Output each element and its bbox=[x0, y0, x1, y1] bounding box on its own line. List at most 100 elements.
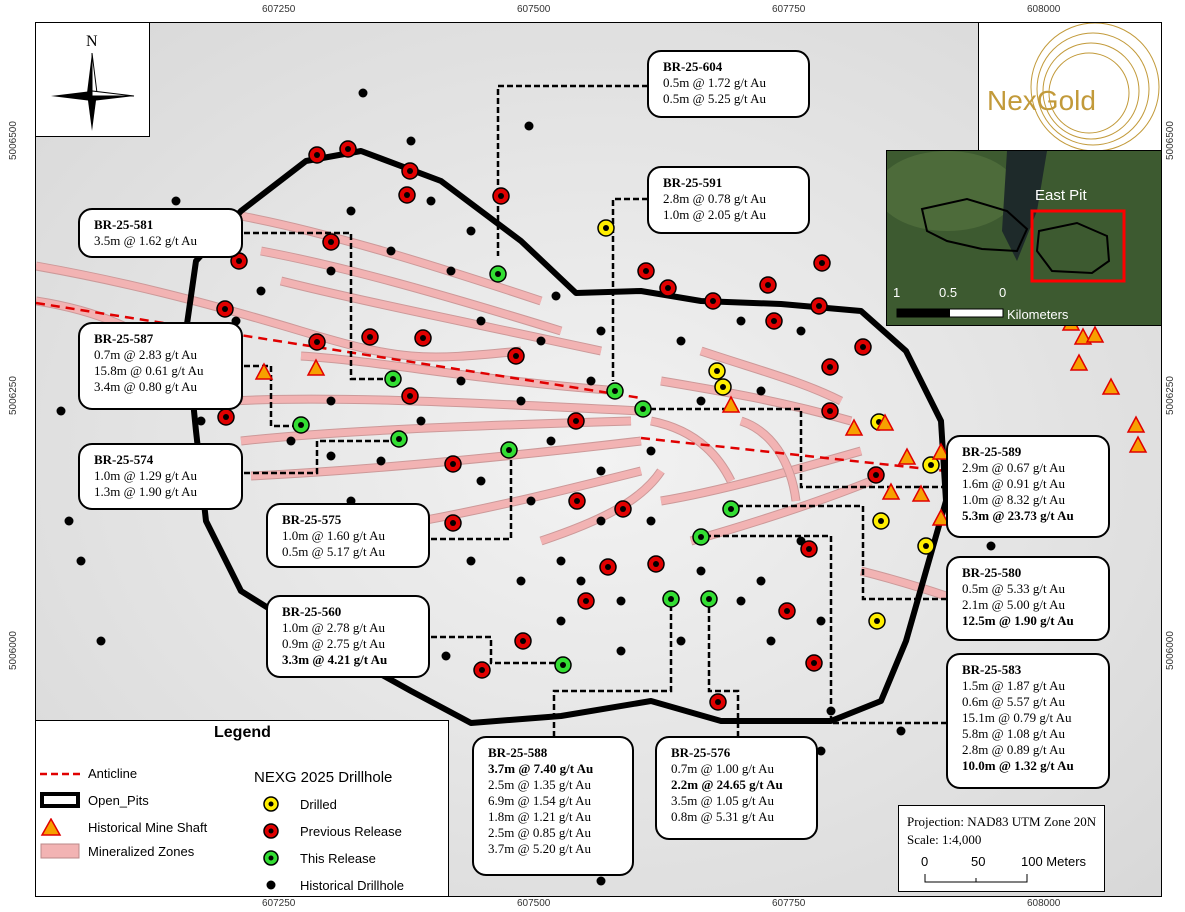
release-drillhole bbox=[606, 382, 624, 400]
inset-label: East Pit bbox=[1035, 187, 1087, 204]
historical-drillhole bbox=[256, 286, 266, 296]
inset-scale-tick: 0.5 bbox=[939, 285, 958, 300]
inset-scale-unit: Kilometers bbox=[1007, 307, 1069, 322]
callout-leader-line bbox=[552, 601, 673, 737]
historical-drillhole bbox=[816, 616, 826, 626]
release-drillhole bbox=[692, 528, 710, 546]
previous-drillhole bbox=[614, 500, 632, 518]
intercept-line: 0.8m @ 5.31 g/t Au bbox=[671, 809, 774, 824]
north-arrow-box: N bbox=[35, 22, 150, 137]
previous-drillhole bbox=[339, 140, 357, 158]
historical-drillhole-icon bbox=[266, 880, 276, 890]
historical-drillhole bbox=[556, 616, 566, 626]
previous-drillhole bbox=[216, 300, 234, 318]
historical-drillhole bbox=[596, 876, 606, 886]
release-drillhole bbox=[554, 656, 572, 674]
x-tick: 608000 bbox=[1027, 898, 1061, 909]
previous-drillhole bbox=[821, 402, 839, 420]
mine-shaft bbox=[897, 447, 917, 465]
x-tick: 607500 bbox=[517, 4, 551, 15]
inset-east-pit bbox=[1035, 221, 1111, 275]
historical-drillhole bbox=[696, 396, 706, 406]
callout-leader-line bbox=[431, 451, 513, 541]
mine-shaft bbox=[306, 358, 326, 376]
previous-drillhole bbox=[308, 146, 326, 164]
previous-drillhole bbox=[854, 338, 872, 356]
previous-drillhole bbox=[709, 693, 727, 711]
callout-hole-id: BR-25-589 bbox=[962, 444, 1022, 459]
scale-text: Scale: 1:4,000 bbox=[907, 832, 982, 847]
historical-drillhole bbox=[736, 316, 746, 326]
historical-drillhole bbox=[676, 636, 686, 646]
callout-leader-line bbox=[731, 504, 947, 601]
previous-drillhole bbox=[401, 162, 419, 180]
previous-drillhole bbox=[398, 186, 416, 204]
callout-hole-id: BR-25-587 bbox=[94, 331, 154, 346]
historical-drillhole bbox=[616, 596, 626, 606]
intercept-line: 3.7m @ 7.40 g/t Au bbox=[488, 761, 594, 776]
historical-drillhole bbox=[736, 596, 746, 606]
release-drillhole bbox=[500, 441, 518, 459]
historical-drillhole bbox=[616, 646, 626, 656]
historical-drillhole bbox=[596, 466, 606, 476]
callout-leader-line bbox=[707, 601, 740, 737]
historical-drillhole bbox=[536, 336, 546, 346]
legend: Legend Anticline Open_Pits Historical Mi… bbox=[35, 720, 449, 897]
callout-leader-line bbox=[244, 364, 301, 428]
historical-drillhole bbox=[796, 326, 806, 336]
drilled-drillhole bbox=[872, 512, 890, 530]
intercept-line: 1.0m @ 1.60 g/t Au bbox=[282, 528, 385, 543]
previous-drillhole bbox=[567, 412, 585, 430]
historical-drillhole bbox=[756, 386, 766, 396]
previous-drillhole bbox=[577, 592, 595, 610]
callout-leader-line bbox=[431, 635, 563, 665]
historical-drillhole bbox=[406, 136, 416, 146]
mineralized-zone bbox=[240, 212, 543, 305]
mineralized-zone bbox=[300, 352, 622, 395]
historical-drillhole bbox=[76, 556, 86, 566]
historical-drillhole bbox=[546, 436, 556, 446]
callout-leader-line bbox=[701, 534, 947, 725]
previous-drillhole bbox=[492, 187, 510, 205]
historical-drillhole bbox=[516, 396, 526, 406]
logo-box: NexGold bbox=[978, 22, 1162, 152]
mine-shaft bbox=[1101, 377, 1121, 395]
historical-drillhole bbox=[416, 416, 426, 426]
release-drillhole bbox=[292, 416, 310, 434]
mine-shaft bbox=[844, 418, 864, 436]
historical-drillhole bbox=[476, 316, 486, 326]
legend-item: Historical Mine Shaft bbox=[88, 819, 208, 835]
historical-drillhole bbox=[386, 246, 396, 256]
historical-drillhole bbox=[326, 451, 336, 461]
historical-drillhole bbox=[596, 326, 606, 336]
historical-drillhole bbox=[476, 476, 486, 486]
historical-drillhole bbox=[446, 266, 456, 276]
mineralized-zone bbox=[260, 247, 563, 335]
historical-drillhole bbox=[596, 516, 606, 526]
drilled-icon bbox=[263, 796, 279, 812]
legend-item: Anticline bbox=[88, 766, 138, 781]
historical-drillhole bbox=[516, 576, 526, 586]
previous-drillhole bbox=[810, 297, 828, 315]
mineralized-zone bbox=[230, 395, 642, 415]
inset-scale-tick: 0 bbox=[999, 285, 1007, 300]
y-tick: 5006000 bbox=[1165, 631, 1176, 670]
mineralized-zone bbox=[36, 262, 522, 361]
intercept-line: 2.5m @ 0.85 g/t Au bbox=[488, 825, 591, 840]
previous-drillhole bbox=[821, 358, 839, 376]
historical-drillhole bbox=[676, 336, 686, 346]
previous-drillhole bbox=[765, 312, 783, 330]
intercept-line: 2.5m @ 1.35 g/t Au bbox=[488, 777, 591, 792]
mine-shaft bbox=[1128, 435, 1148, 453]
intercept-line: 1.0m @ 2.78 g/t Au bbox=[282, 620, 385, 635]
drilled-drillhole bbox=[868, 612, 886, 630]
drilled-drillhole bbox=[922, 456, 940, 474]
intercept-line: 0.7m @ 1.00 g/t Au bbox=[671, 761, 774, 776]
historical-drillhole bbox=[896, 726, 906, 736]
callout-hole-id: BR-25-588 bbox=[488, 745, 548, 760]
mineralized-zone bbox=[739, 417, 800, 502]
